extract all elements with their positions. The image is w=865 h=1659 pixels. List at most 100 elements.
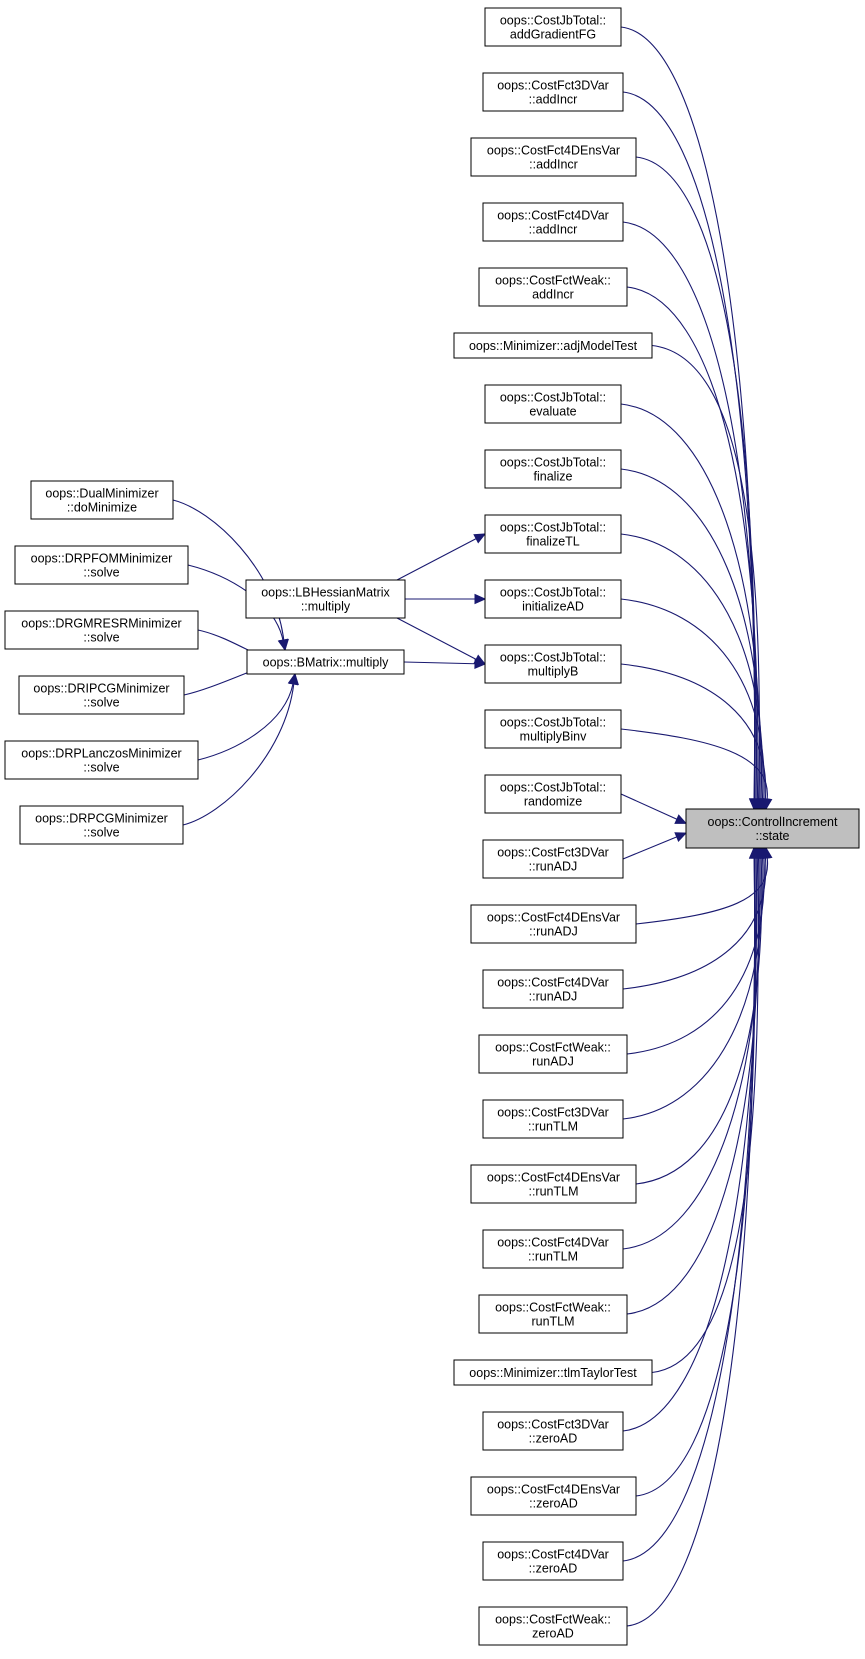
node-label-line: oops::CostFctWeak:: xyxy=(495,1041,611,1055)
node-label-line: oops::ControlIncrement xyxy=(708,815,838,829)
node-label-line: ::runADJ xyxy=(529,860,578,874)
node-label-line: finalizeTL xyxy=(526,535,580,549)
node-adjModelTest[interactable]: oops::Minimizer::adjModelTest xyxy=(453,332,653,359)
node-label-line: ::solve xyxy=(83,566,119,580)
node-label-line: ::solve xyxy=(83,826,119,840)
node-lbhessian[interactable]: oops::LBHessianMatrix::multiply xyxy=(245,579,406,619)
node-target[interactable]: oops::ControlIncrement::state xyxy=(685,808,860,849)
node-label-line: oops::CostJbTotal:: xyxy=(500,14,606,28)
node-multiplyB-jb[interactable]: oops::CostJbTotal::multiplyB xyxy=(484,644,622,684)
edge-runTLM_3d-to-target xyxy=(622,846,768,1120)
node-dual-min[interactable]: oops::DualMinimizer::doMinimize xyxy=(30,480,174,520)
node-finalizeTL-jb[interactable]: oops::CostJbTotal::finalizeTL xyxy=(484,514,622,554)
node-label-line: oops::LBHessianMatrix xyxy=(261,586,390,600)
node-box xyxy=(14,545,189,585)
node-label-line: oops::DRIPCGMinimizer xyxy=(33,682,169,696)
node-label-line: oops::CostJbTotal:: xyxy=(500,716,606,730)
node-initializeAD-jb[interactable]: oops::CostJbTotal::initializeAD xyxy=(484,579,622,619)
node-label-line: oops::CostFct4DEnsVar xyxy=(487,144,620,158)
node-label-line: ::runADJ xyxy=(529,925,578,939)
node-box xyxy=(484,709,622,749)
node-box xyxy=(484,384,622,424)
node-box xyxy=(482,72,624,112)
node-label-line: oops::CostFct3DVar xyxy=(497,79,609,93)
node-box xyxy=(482,202,624,242)
edge-lbhessian-to-multiplyB_jb xyxy=(396,617,487,665)
node-runADJ-weak[interactable]: oops::CostFctWeak::runADJ xyxy=(478,1034,628,1074)
node-runADJ-4dens[interactable]: oops::CostFct4DEnsVar::runADJ xyxy=(470,904,637,944)
nodes-layer: oops::CostJbTotal::addGradientFGoops::Co… xyxy=(4,7,860,1646)
node-box xyxy=(482,1541,624,1581)
node-runADJ-3d[interactable]: oops::CostFct3DVar::runADJ xyxy=(482,839,624,879)
node-drgmresr[interactable]: oops::DRGMRESRMinimizer::solve xyxy=(4,610,199,650)
edge-runTLM_weak-to-target xyxy=(626,846,764,1315)
edge-runTLM_4d-to-target xyxy=(622,846,766,1250)
node-drpfom[interactable]: oops::DRPFOMMinimizer::solve xyxy=(14,545,189,585)
node-label-line: ::addIncr xyxy=(529,158,578,172)
node-finalize-jb[interactable]: oops::CostJbTotal::finalize xyxy=(484,449,622,489)
node-label-line: initializeAD xyxy=(522,600,584,614)
node-runTLM-4dens[interactable]: oops::CostFct4DEnsVar::runTLM xyxy=(470,1164,637,1204)
node-zeroAD-weak[interactable]: oops::CostFctWeak::zeroAD xyxy=(478,1606,628,1646)
node-box xyxy=(470,137,637,177)
node-box xyxy=(19,805,184,845)
edge-lbhessian-to-initializeAD_jb xyxy=(405,593,487,605)
node-bmatrix[interactable]: oops::BMatrix::multiply xyxy=(246,649,405,675)
node-tlmTaylorTest[interactable]: oops::Minimizer::tlmTaylorTest xyxy=(453,1359,653,1386)
node-label-line: oops::CostJbTotal:: xyxy=(500,586,606,600)
node-label-line: oops::CostFct3DVar xyxy=(497,1106,609,1120)
node-box xyxy=(4,740,199,780)
node-label-line: ::runADJ xyxy=(529,990,578,1004)
node-evaluate-jb[interactable]: oops::CostJbTotal::evaluate xyxy=(484,384,622,424)
node-runTLM-weak[interactable]: oops::CostFctWeak::runTLM xyxy=(478,1294,628,1334)
node-runADJ-4d[interactable]: oops::CostFct4DVar::runADJ xyxy=(482,969,624,1009)
node-label-line: oops::Minimizer::adjModelTest xyxy=(469,339,638,353)
node-label-line: oops::DRPCGMinimizer xyxy=(35,812,168,826)
node-box xyxy=(245,579,406,619)
node-label-line: ::runTLM xyxy=(528,1185,578,1199)
node-box xyxy=(484,514,622,554)
edge-addGradientFG_jb-to-target xyxy=(620,26,760,811)
node-label-line: oops::CostFctWeak:: xyxy=(495,274,611,288)
node-zeroAD-4dens[interactable]: oops::CostFct4DEnsVar::zeroAD xyxy=(470,1476,637,1516)
node-box xyxy=(18,675,185,715)
node-label-line: ::state xyxy=(755,829,789,843)
node-runTLM-3d[interactable]: oops::CostFct3DVar::runTLM xyxy=(482,1099,624,1139)
node-label-line: oops::CostJbTotal:: xyxy=(500,521,606,535)
edge-addIncr_weak-to-target xyxy=(626,286,763,811)
node-label-line: ::solve xyxy=(83,696,119,710)
node-zeroAD-3d[interactable]: oops::CostFct3DVar::zeroAD xyxy=(482,1411,624,1451)
node-label-line: oops::CostFctWeak:: xyxy=(495,1613,611,1627)
node-box xyxy=(470,1476,637,1516)
node-box xyxy=(482,839,624,879)
node-addIncr-3d[interactable]: oops::CostFct3DVar::addIncr xyxy=(482,72,624,112)
node-dripcg[interactable]: oops::DRIPCGMinimizer::solve xyxy=(18,675,185,715)
node-box xyxy=(482,1411,624,1451)
node-multiplyBinv-jb[interactable]: oops::CostJbTotal::multiplyBinv xyxy=(484,709,622,749)
node-label-line: ::multiply xyxy=(301,600,351,614)
node-addGradientFG-jb[interactable]: oops::CostJbTotal::addGradientFG xyxy=(484,7,622,47)
node-label-line: oops::CostFct4DVar xyxy=(497,1548,609,1562)
node-randomize-jb[interactable]: oops::CostJbTotal::randomize xyxy=(484,774,622,814)
node-label-line: runADJ xyxy=(532,1055,574,1069)
node-addIncr-4d[interactable]: oops::CostFct4DVar::addIncr xyxy=(482,202,624,242)
node-label-line: ::zeroAD xyxy=(529,1432,578,1446)
node-label-line: oops::CostJbTotal:: xyxy=(500,781,606,795)
node-addIncr-weak[interactable]: oops::CostFctWeak::addIncr xyxy=(478,267,628,307)
node-box xyxy=(482,969,624,1009)
edge-multiplyBinv_jb-to-target xyxy=(620,728,773,811)
node-addIncr-4dens[interactable]: oops::CostFct4DEnsVar::addIncr xyxy=(470,137,637,177)
node-drpcg[interactable]: oops::DRPCGMinimizer::solve xyxy=(19,805,184,845)
node-drplanczos[interactable]: oops::DRPLanczosMinimizer::solve xyxy=(4,740,199,780)
node-box xyxy=(478,1034,628,1074)
node-runTLM-4d[interactable]: oops::CostFct4DVar::runTLM xyxy=(482,1229,624,1269)
node-label-line: oops::CostJbTotal:: xyxy=(500,456,606,470)
node-box xyxy=(484,774,622,814)
node-box xyxy=(453,1359,653,1386)
node-box xyxy=(470,1164,637,1204)
node-label-line: multiplyBinv xyxy=(520,730,587,744)
node-zeroAD-4d[interactable]: oops::CostFct4DVar::zeroAD xyxy=(482,1541,624,1581)
edge-evaluate_jb-to-target xyxy=(620,403,766,811)
node-label-line: oops::CostFct4DEnsVar xyxy=(487,911,620,925)
node-label-line: oops::DRGMRESRMinimizer xyxy=(21,617,181,631)
